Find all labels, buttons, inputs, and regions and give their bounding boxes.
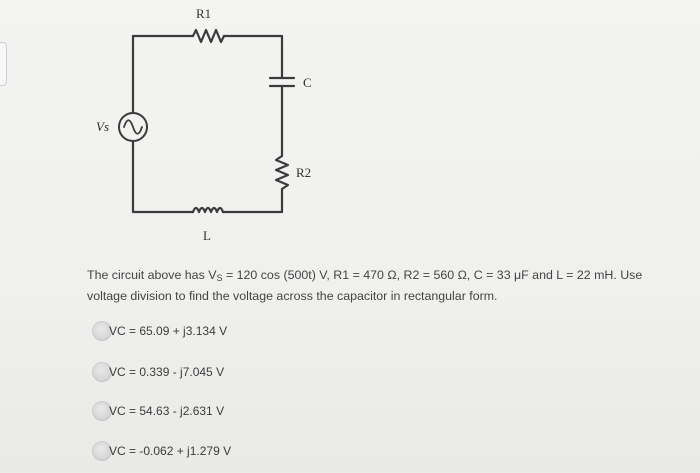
resistor-r2: [274, 154, 290, 191]
answer-option-3[interactable]: VC = 54.63 - j2.631 V: [92, 400, 224, 422]
label-l: L: [203, 228, 211, 243]
resistor-r1: [191, 28, 226, 44]
label-r2: R2: [296, 165, 311, 180]
radio-button[interactable]: [92, 321, 112, 341]
question-text: The circuit above has VS = 120 cos (500t…: [87, 268, 643, 303]
label-r1: R1: [196, 6, 211, 21]
radio-button[interactable]: [92, 362, 112, 382]
answer-option-label: VC = 0.339 - j7.045 V: [109, 365, 225, 379]
label-c: C: [303, 75, 312, 90]
radio-button[interactable]: [92, 401, 112, 421]
voltage-source: [118, 112, 148, 142]
answer-option-1[interactable]: VC = 65.09 + j3.134 V: [92, 320, 227, 342]
circuit-diagram: R1 C Vs R2 L: [96, 6, 312, 243]
ac-sine-icon: [123, 119, 143, 135]
answer-option-label: VC = -0.062 + j1.279 V: [109, 444, 232, 458]
side-panel-tab[interactable]: [0, 42, 7, 86]
answer-option-label: VC = 54.63 - j2.631 V: [109, 404, 225, 418]
wire-top-right: [222, 34, 284, 80]
label-vs: Vs: [96, 119, 109, 134]
answer-option-4[interactable]: VC = -0.062 + j1.279 V: [92, 440, 231, 462]
radio-button[interactable]: [92, 441, 112, 461]
wire-right-bottom: [221, 187, 284, 214]
answer-option-label: VC = 65.09 + j3.134 V: [109, 324, 228, 338]
wire-top: [131, 34, 195, 114]
answer-option-2[interactable]: VC = 0.339 - j7.045 V: [92, 361, 224, 383]
inductor-l: [191, 206, 225, 214]
wire-bottom: [131, 140, 195, 214]
